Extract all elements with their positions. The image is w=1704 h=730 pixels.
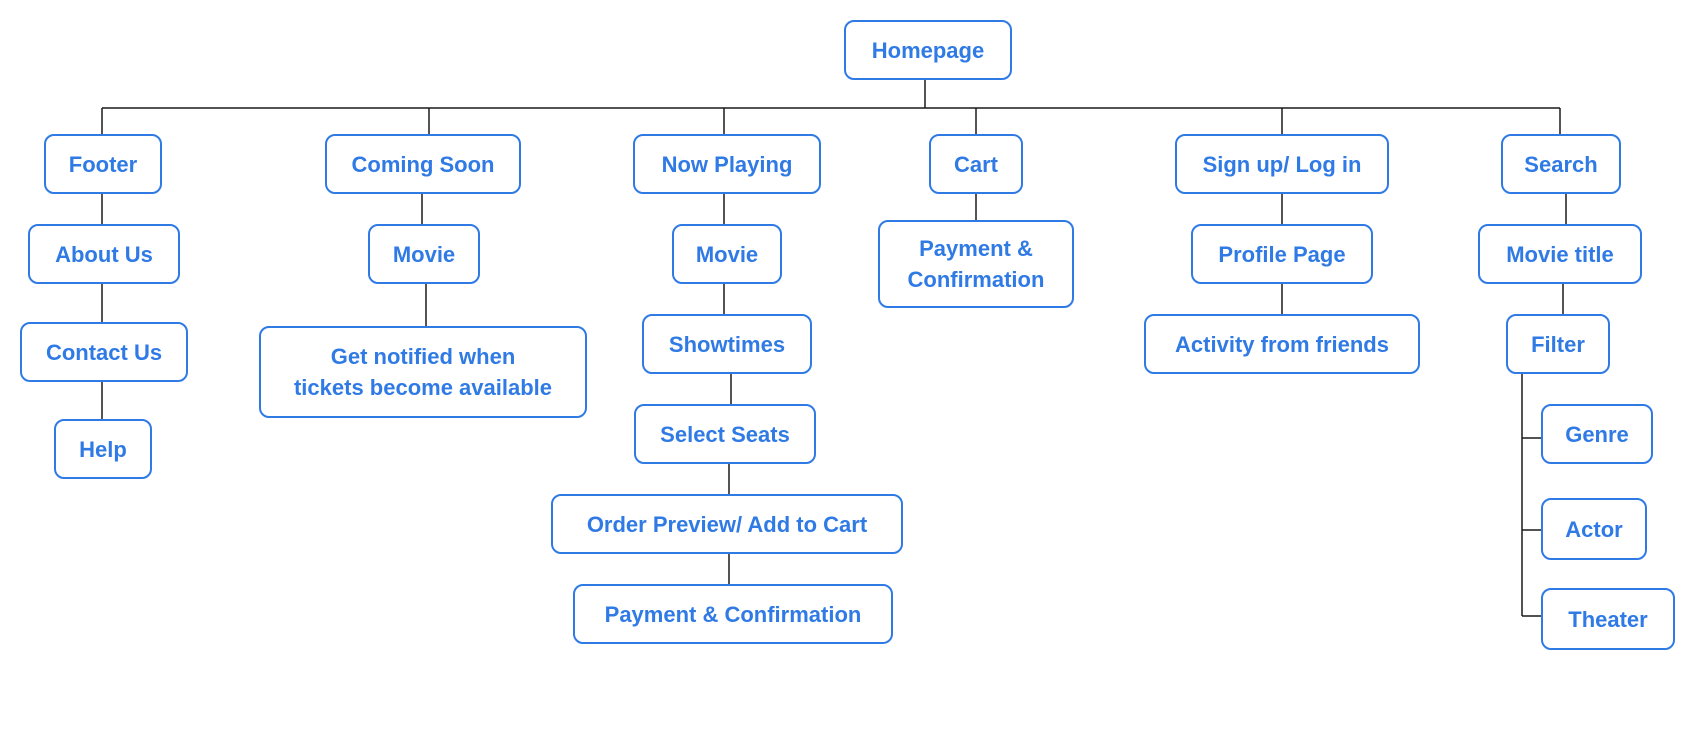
node-search[interactable]: Search — [1501, 134, 1621, 194]
node-actor[interactable]: Actor — [1541, 498, 1647, 560]
node-homepage[interactable]: Homepage — [844, 20, 1012, 80]
node-activity-friends[interactable]: Activity from friends — [1144, 314, 1420, 374]
node-select-seats[interactable]: Select Seats — [634, 404, 816, 464]
node-genre[interactable]: Genre — [1541, 404, 1653, 464]
node-coming-soon-movie[interactable]: Movie — [368, 224, 480, 284]
node-contact-us[interactable]: Contact Us — [20, 322, 188, 382]
node-now-playing[interactable]: Now Playing — [633, 134, 821, 194]
node-cart-payment[interactable]: Payment & Confirmation — [878, 220, 1074, 308]
node-get-notified[interactable]: Get notified when tickets become availab… — [259, 326, 587, 418]
node-theater[interactable]: Theater — [1541, 588, 1675, 650]
node-signup-login[interactable]: Sign up/ Log in — [1175, 134, 1389, 194]
node-help[interactable]: Help — [54, 419, 152, 479]
node-coming-soon[interactable]: Coming Soon — [325, 134, 521, 194]
node-filter[interactable]: Filter — [1506, 314, 1610, 374]
node-footer[interactable]: Footer — [44, 134, 162, 194]
node-profile-page[interactable]: Profile Page — [1191, 224, 1373, 284]
node-cart[interactable]: Cart — [929, 134, 1023, 194]
node-now-playing-payment[interactable]: Payment & Confirmation — [573, 584, 893, 644]
node-showtimes[interactable]: Showtimes — [642, 314, 812, 374]
node-movie-title[interactable]: Movie title — [1478, 224, 1642, 284]
node-now-playing-movie[interactable]: Movie — [672, 224, 782, 284]
node-order-preview[interactable]: Order Preview/ Add to Cart — [551, 494, 903, 554]
node-about-us[interactable]: About Us — [28, 224, 180, 284]
